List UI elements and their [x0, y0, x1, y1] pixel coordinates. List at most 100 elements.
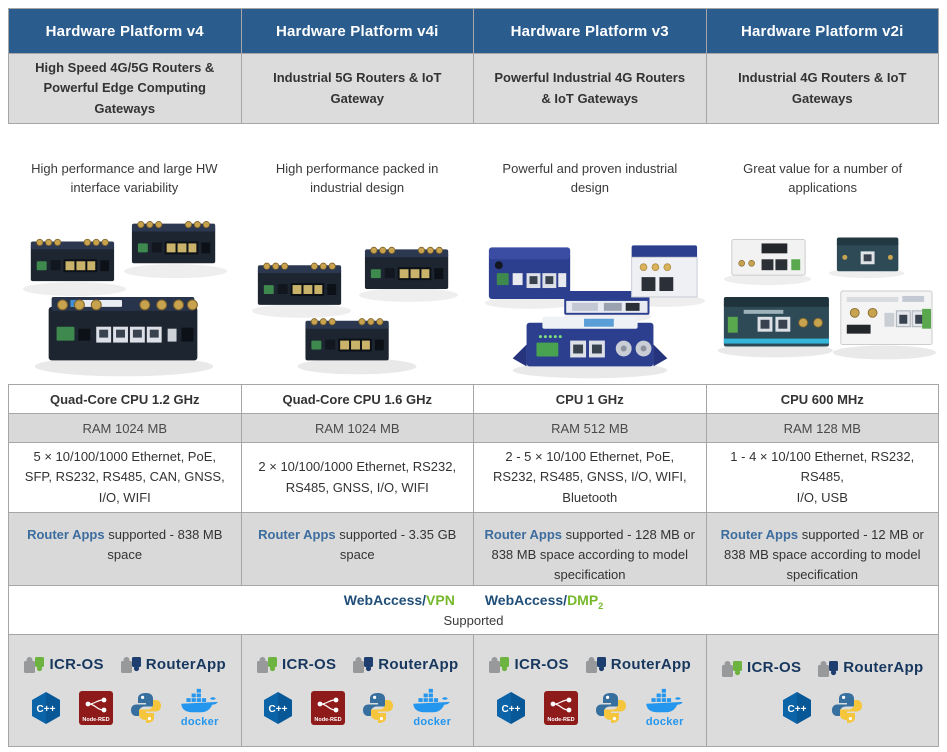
routerapp-logo: RouterApp — [120, 653, 226, 675]
header-section: Hardware Platform v4 Hardware Platform v… — [8, 8, 939, 124]
column-subtitle-v4i: Industrial 5G Routers & IoT Gateway — [241, 54, 474, 124]
node-red-icon: Node-RED — [543, 690, 578, 725]
node-red-icon: Node-RED — [78, 690, 113, 725]
column-header-v2i: Hardware Platform v2i — [706, 9, 939, 54]
svg-text:Node-RED: Node-RED — [82, 717, 109, 723]
icr-os-logo: ICR-OS — [721, 657, 801, 679]
runtime-logos: C++ — [780, 691, 864, 725]
v4i-routers-image — [252, 246, 459, 375]
router-apps-spec-v2i: Router Apps supported - 12 MB or 838 MB … — [706, 513, 939, 586]
docker-icon: docker — [411, 687, 453, 728]
ram-spec-v3: RAM 512 MB — [474, 414, 707, 443]
webaccess-dmp-logo: WebAccess/DMP2 — [484, 591, 604, 611]
runtime-logos: C++ Node-RED docker — [494, 687, 686, 728]
router-apps-link[interactable]: Router Apps — [484, 527, 563, 542]
routerapp-logo: RouterApp — [817, 657, 923, 679]
webaccess-logos: WebAccess/VPN WebAccess/DMP2 — [344, 592, 603, 611]
cpu-spec-v3: CPU 1 GHz — [474, 385, 707, 414]
svg-text:C++: C++ — [501, 704, 520, 715]
webaccess-row: WebAccess/VPN WebAccess/DMP2 Supported — [9, 586, 939, 635]
ram-spec-v2i: RAM 128 MB — [706, 414, 939, 443]
node-red-icon: Node-RED — [311, 690, 346, 725]
ecosystem-cell-v2i: ICR-OS RouterApp C++ — [706, 635, 939, 747]
column-title: Hardware Platform v4i — [275, 22, 439, 40]
os-logos: ICR-OS RouterApp — [23, 653, 226, 675]
column-description-v2i: Great value for a number of applications — [743, 160, 903, 196]
puzzle-icon — [353, 657, 374, 673]
cpu-spec-v4: Quad-Core CPU 1.2 GHz — [9, 385, 242, 414]
os-logos: ICR-OS RouterApp — [488, 653, 691, 675]
puzzle-icon — [489, 657, 510, 673]
puzzle-icon — [24, 657, 45, 673]
runtime-logos: C++ Node-RED docker — [261, 687, 453, 728]
docker-icon: docker — [179, 687, 221, 728]
column-header-v4: Hardware Platform v4 — [9, 9, 242, 54]
icr-os-logo: ICR-OS — [256, 653, 336, 675]
cpp-icon: C++ — [494, 691, 528, 725]
python-icon — [361, 691, 395, 725]
cpp-icon: C++ — [29, 691, 63, 725]
router-apps-spec-v3: Router Apps supported - 128 MB or 838 MB… — [474, 513, 707, 586]
cpu-spec-v2i: CPU 600 MHz — [706, 385, 939, 414]
icr-os-logo: ICR-OS — [488, 653, 568, 675]
v4-routers-image — [23, 220, 228, 377]
python-icon — [594, 691, 628, 725]
svg-text:Node-RED: Node-RED — [547, 717, 574, 723]
python-icon — [129, 691, 163, 725]
ecosystem-cell-v4: ICR-OS RouterApp C++ Node-RED docker — [9, 635, 242, 747]
interfaces-spec-v2i: 1 - 4 × 10/100 Ethernet, RS232, RS485, I… — [706, 443, 939, 513]
v2i-routers-image — [717, 237, 936, 360]
cpp-icon: C++ — [261, 691, 295, 725]
column-description-v4i: High performance packed in industrial de… — [275, 160, 439, 196]
router-apps-text: supported - 128 MB or 838 MB space accor… — [491, 527, 695, 583]
column-title: Hardware Platform v3 — [510, 22, 669, 40]
router-apps-link[interactable]: Router Apps — [720, 527, 799, 542]
spec-section: Quad-Core CPU 1.2 GHz Quad-Core CPU 1.6 … — [8, 384, 939, 747]
webaccess-supported-label: Supported — [443, 613, 504, 629]
ecosystem-cell-v4i: ICR-OS RouterApp C++ Node-RED docker — [241, 635, 474, 747]
os-logos: ICR-OS RouterApp — [721, 657, 924, 679]
puzzle-icon — [818, 660, 839, 677]
router-apps-link[interactable]: Router Apps — [27, 527, 105, 542]
overview-section: High performance and large HW interface … — [8, 124, 939, 384]
icr-os-logo: ICR-OS — [23, 653, 103, 675]
product-photo-v3 — [474, 202, 707, 384]
column-subtitle-v2i: Industrial 4G Routers & IoT Gateways — [706, 54, 939, 124]
product-photo-v2i — [706, 202, 939, 384]
router-apps-link[interactable]: Router Apps — [258, 527, 336, 542]
router-apps-text: supported - 3.35 GB space — [339, 527, 457, 563]
router-apps-spec-v4i: Router Apps supported - 3.35 GB space — [241, 513, 474, 586]
svg-text:C++: C++ — [788, 704, 807, 715]
interfaces-spec-v4i: 2 × 10/100/1000 Ethernet, RS232, RS485, … — [241, 443, 474, 513]
puzzle-icon — [256, 657, 277, 673]
router-apps-text: supported - 12 MB or 838 MB space accord… — [723, 527, 924, 583]
svg-text:Node-RED: Node-RED — [315, 717, 342, 723]
product-photo-v4i — [241, 202, 474, 384]
cpu-spec-v4i: Quad-Core CPU 1.6 GHz — [241, 385, 474, 414]
svg-text:C++: C++ — [36, 704, 55, 715]
puzzle-icon — [120, 657, 141, 673]
column-description-v3: Powerful and proven industrial design — [502, 160, 678, 196]
column-header-v4i: Hardware Platform v4i — [241, 9, 474, 54]
ram-spec-v4: RAM 1024 MB — [9, 414, 242, 443]
routerapp-logo: RouterApp — [352, 653, 458, 675]
column-title: Hardware Platform v4 — [45, 22, 204, 40]
router-apps-text: supported - 838 MB space — [107, 527, 223, 563]
puzzle-icon — [585, 657, 606, 673]
column-subtitle-v4: High Speed 4G/5G Routers & Powerful Edge… — [9, 54, 242, 124]
v3-routers-image — [484, 245, 705, 379]
ecosystem-cell-v3: ICR-OS RouterApp C++ Node-RED docker — [474, 635, 707, 747]
python-icon — [830, 691, 864, 725]
svg-text:C++: C++ — [269, 704, 288, 715]
cpp-icon: C++ — [780, 691, 814, 725]
interfaces-spec-v3: 2 - 5 × 10/100 Ethernet, PoE, RS232, RS4… — [474, 443, 707, 513]
docker-icon: docker — [644, 687, 686, 728]
column-subtitle-v3: Powerful Industrial 4G Routers & IoT Gat… — [474, 54, 707, 124]
ram-spec-v4i: RAM 1024 MB — [241, 414, 474, 443]
runtime-logos: C++ Node-RED docker — [29, 687, 221, 728]
interfaces-spec-v4: 5 × 10/100/1000 Ethernet, PoE, SFP, RS23… — [9, 443, 242, 513]
column-header-v3: Hardware Platform v3 — [474, 9, 707, 54]
column-description-v4: High performance and large HW interface … — [31, 160, 218, 196]
router-apps-spec-v4: Router Apps supported - 838 MB space — [9, 513, 242, 586]
